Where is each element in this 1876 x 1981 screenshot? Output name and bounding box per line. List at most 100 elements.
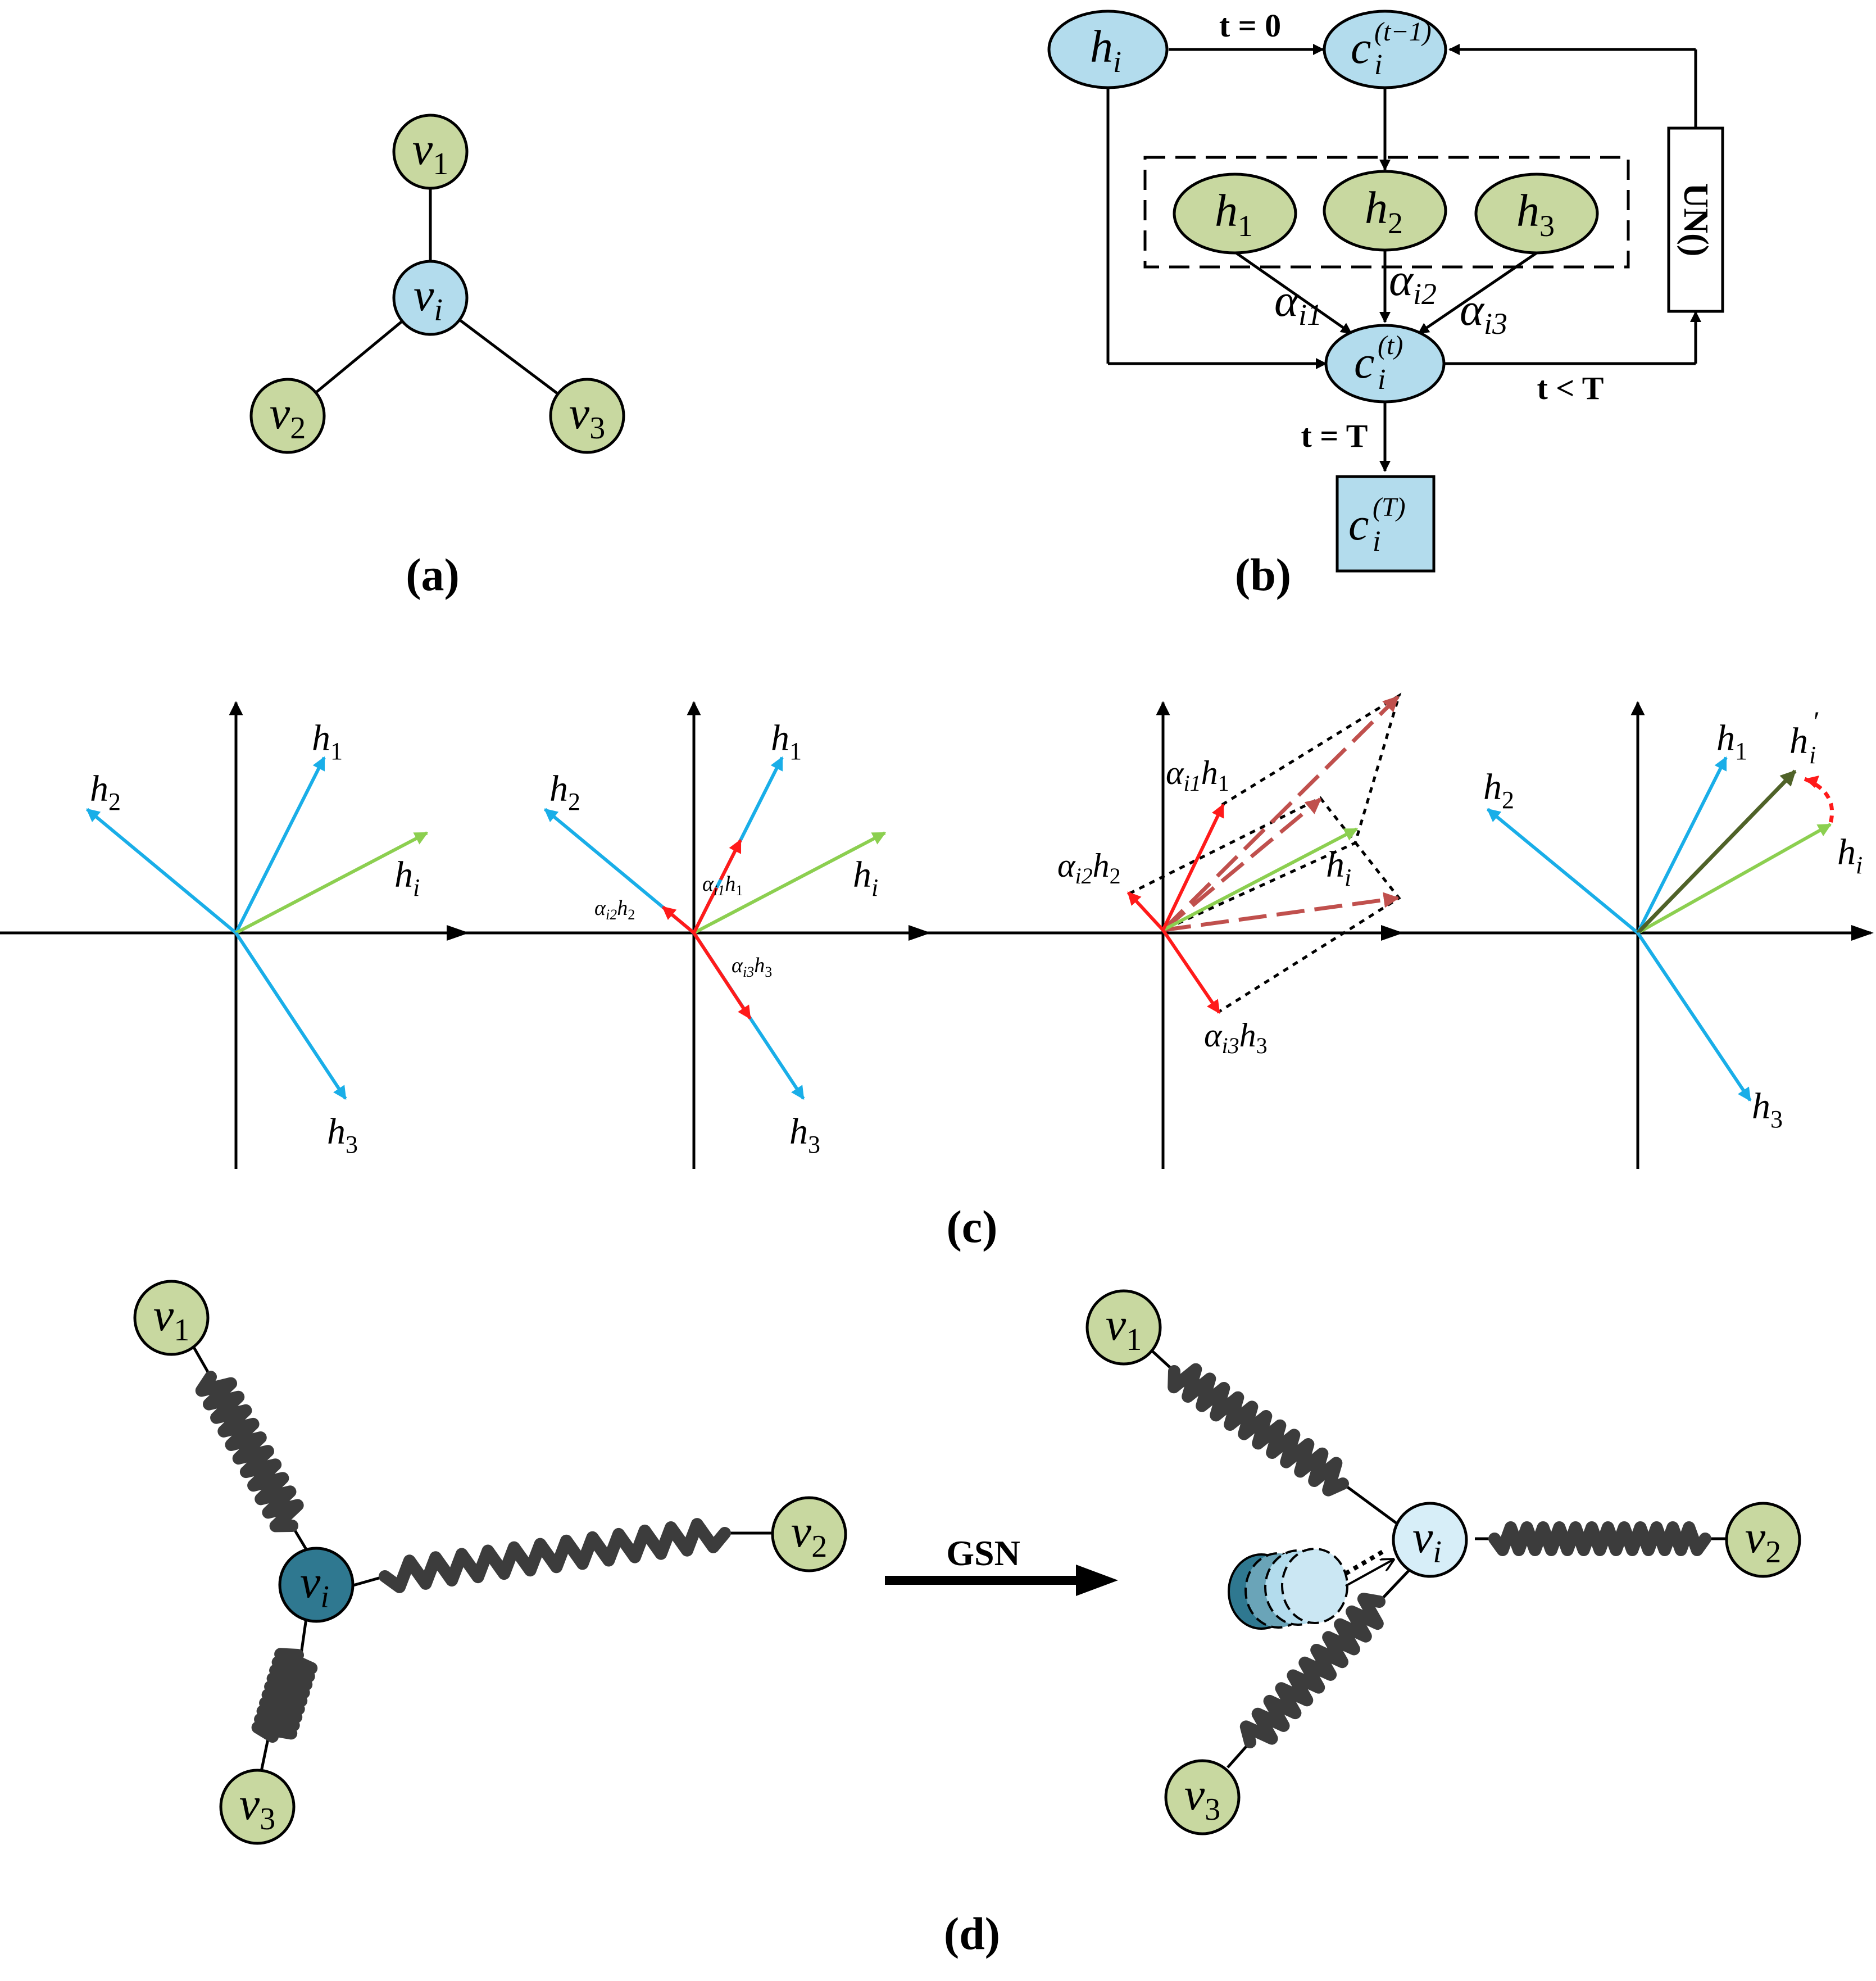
node-b-h1: h1 — [1173, 173, 1297, 255]
node-b-hi: hi — [1047, 10, 1169, 89]
svg-text:h3: h3 — [1752, 1086, 1783, 1133]
svg-text:v2: v2 — [791, 1506, 827, 1564]
svg-text:v2: v2 — [1745, 1511, 1781, 1570]
vector-alpha-i1-h1 — [692, 838, 742, 934]
label-alpha-i1-h1: αi1h1 — [1166, 754, 1229, 796]
alpha-i1: αi1 — [1274, 275, 1322, 332]
spring-vi-v1 — [195, 1371, 304, 1533]
vector-plot-4: h1 h2 h i ′ hi h3 — [1483, 701, 1863, 1169]
svg-text:h1: h1 — [771, 718, 802, 765]
svg-text:′: ′ — [1814, 705, 1820, 737]
vector-alpha-i3-h3 — [692, 932, 752, 1020]
vector-hi-prime — [1636, 769, 1797, 935]
spring-vi-v1 — [1168, 1363, 1349, 1497]
node-d-left-v3: v3 — [219, 1769, 296, 1845]
rotation-arc — [1804, 777, 1834, 824]
label-alpha-i1-h1: αi1h1 — [702, 872, 743, 899]
svg-text:v3: v3 — [1184, 1769, 1220, 1827]
svg-text:h2: h2 — [1365, 182, 1403, 240]
svg-text:v3: v3 — [239, 1778, 275, 1837]
vector-hi — [235, 831, 429, 935]
svg-text:h3: h3 — [789, 1111, 820, 1158]
label-alpha-i3-h3: αi3h3 — [1204, 1017, 1268, 1058]
label-alpha-i2-h2: αi2h2 — [1057, 847, 1121, 888]
svg-text:v3: v3 — [569, 387, 605, 446]
svg-text:hi: hi — [853, 854, 878, 901]
ghost-positions — [1228, 1548, 1348, 1630]
svg-text:h2: h2 — [1483, 767, 1514, 814]
panel-c: h1 h2 hi h3 h1 h2 hi h3 αi1h1 αi2h2 αi3h… — [0, 692, 1874, 1252]
x-axis-arrow-1 — [447, 925, 469, 941]
vector-h3 — [234, 932, 347, 1100]
svg-text:i: i — [1373, 525, 1380, 557]
caption-a: (a) — [406, 549, 460, 600]
vector-sum-2 — [1161, 797, 1322, 932]
node-d-right-v1: v1 — [1085, 1289, 1162, 1366]
vector-alpha-i1-h1 — [1161, 803, 1225, 931]
svg-text:v1: v1 — [153, 1289, 189, 1348]
parallelogram-1 — [1162, 692, 1402, 932]
vector-h1 — [234, 756, 326, 934]
vector-alpha-i3-h3 — [1161, 929, 1221, 1014]
svg-text:i: i — [1374, 49, 1382, 81]
alpha-i3: αi3 — [1460, 284, 1507, 341]
edge-h1-to-current — [1235, 251, 1352, 335]
svg-text:c: c — [1354, 337, 1374, 388]
label-h1: h1 — [312, 718, 343, 765]
svg-text:v1: v1 — [1106, 1299, 1142, 1357]
gsn-transition: GSN — [885, 1533, 1118, 1596]
vector-plot-3: αi1h1 αi2h2 hi αi3h3 — [1057, 692, 1402, 1169]
node-d-right-v2: v2 — [1725, 1502, 1801, 1578]
x-axis-arrow-3 — [1381, 925, 1403, 941]
spring-network-after: v1 vi v2 v3 — [1085, 1289, 1801, 1835]
label-t-lt-T: t < T — [1537, 370, 1604, 406]
gsn-label: GSN — [946, 1533, 1020, 1573]
svg-text:h1: h1 — [1215, 185, 1253, 243]
svg-text:h2: h2 — [549, 768, 580, 815]
node-a-v2: v2 — [249, 378, 326, 454]
node-b-h3: h3 — [1474, 173, 1599, 255]
svg-text:h1: h1 — [1716, 718, 1747, 765]
node-b-prev: c i (t−1) — [1323, 10, 1447, 89]
svg-text:vi: vi — [1412, 1511, 1442, 1570]
x-axis-arrow-4 — [1851, 925, 1874, 941]
svg-text:h3: h3 — [1516, 185, 1555, 243]
svg-text:UN(): UN() — [1677, 183, 1715, 257]
vector-hi — [1637, 823, 1832, 935]
spring-vi-v3 — [1239, 1593, 1386, 1748]
svg-text:v2: v2 — [270, 387, 306, 446]
svg-text:c: c — [1351, 22, 1371, 73]
un-box: UN() — [1667, 126, 1724, 313]
node-d-left-v1: v1 — [133, 1280, 210, 1356]
svg-text:vi: vi — [414, 269, 443, 328]
vector-sum-1 — [1161, 695, 1400, 932]
motion-dots — [1344, 1547, 1388, 1576]
vector-plot-2: h1 h2 hi h3 αi1h1 αi2h2 αi3h3 — [544, 701, 887, 1169]
caption-c: (c) — [946, 1201, 997, 1252]
svg-text:vi: vi — [300, 1556, 329, 1615]
svg-text:(t): (t) — [1378, 330, 1403, 360]
node-b-current: c i (t) — [1324, 324, 1446, 404]
vector-hi — [1162, 827, 1359, 932]
svg-text:c: c — [1348, 498, 1369, 550]
node-d-right-vi: vi — [1392, 1502, 1468, 1578]
motion-arrow — [1345, 1560, 1393, 1587]
label-hi: hi — [1326, 844, 1351, 891]
hidden-group-box — [1143, 156, 1630, 269]
caption-b: (b) — [1235, 549, 1291, 600]
vector-h2 — [86, 808, 237, 935]
spring-network-before: v1 vi v2 v3 — [133, 1280, 847, 1845]
node-b-h2: h2 — [1323, 170, 1447, 252]
svg-text:(T): (T) — [1373, 492, 1406, 522]
label-hi-prime: h — [1789, 720, 1808, 761]
node-d-left-v2: v2 — [771, 1496, 847, 1572]
vector-plot-1: h1 h2 hi h3 — [86, 701, 429, 1169]
panel-b: hi c i (t−1) h1 h2 h3 c i (t) c — [1047, 7, 1724, 600]
alpha-i2: αi2 — [1389, 254, 1437, 311]
label-alpha-i2-h2: αi2h2 — [594, 896, 635, 923]
spring-vi-v2 — [379, 1518, 731, 1593]
node-d-right-v3: v3 — [1164, 1759, 1241, 1835]
svg-text:i: i — [1809, 741, 1816, 769]
svg-text:i: i — [1378, 364, 1386, 396]
